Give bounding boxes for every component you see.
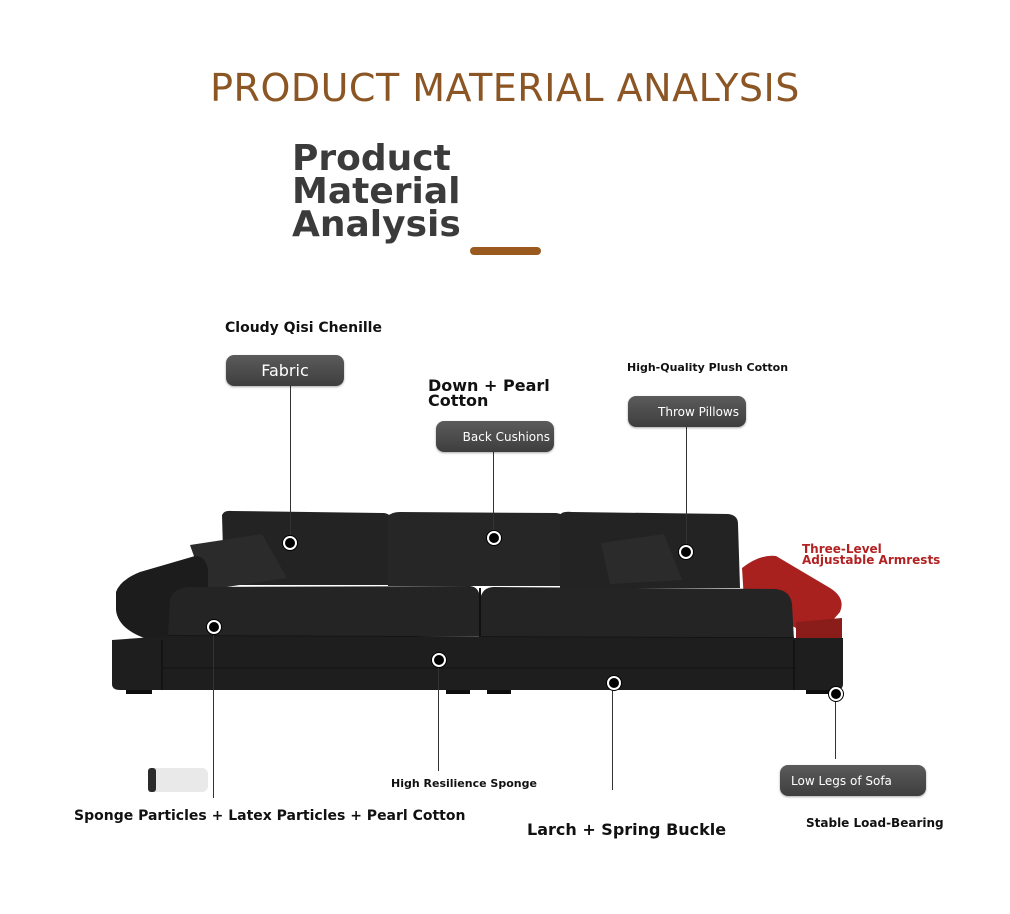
title-accent-bar — [470, 247, 541, 255]
back-cushion-middle — [388, 512, 566, 586]
seat-material-label: Sponge Particles + Latex Particles + Pea… — [74, 808, 466, 824]
leader-line-frame — [612, 682, 613, 790]
seat-cushion-right — [480, 587, 794, 640]
marker-dot-fabric[interactable] — [283, 536, 297, 550]
leader-line-sponge — [438, 659, 439, 771]
leader-line-legs — [835, 693, 836, 759]
marker-dot-frame[interactable] — [607, 676, 621, 690]
leader-line-throw-pillows — [686, 426, 687, 552]
fabric-tag[interactable]: Fabric — [226, 355, 344, 386]
armrests-label: Three-Level Adjustable Armrests — [802, 542, 941, 567]
throw-pillows-material-label: High-Quality Plush Cotton — [627, 361, 789, 374]
legs-material-label: Stable Load-Bearing — [806, 816, 944, 830]
marker-dot-sponge[interactable] — [432, 653, 446, 667]
frame-material-label: Larch + Spring Buckle — [527, 820, 727, 839]
leader-line-back-cushions — [493, 452, 494, 538]
page-subtitle: Product Material Analysis — [292, 138, 461, 245]
material-swatch — [148, 768, 208, 792]
back-cushions-material-label: Down + Pearl Cotton — [428, 376, 550, 410]
throw-pillow-right — [601, 534, 682, 584]
marker-dot-seat[interactable] — [207, 620, 221, 634]
throw-pillow-left — [190, 534, 287, 590]
sponge-label: High Resilience Sponge — [391, 777, 537, 790]
throw-pillows-tag[interactable]: Throw Pillows — [628, 396, 746, 427]
marker-dot-legs[interactable] — [829, 687, 843, 701]
sofa-base — [112, 636, 843, 690]
marker-dot-throw-pillows[interactable] — [679, 545, 693, 559]
marker-dot-back-cushions[interactable] — [487, 531, 501, 545]
fabric-material-label: Cloudy Qisi Chenille — [225, 320, 382, 336]
seat-cushion-left — [168, 586, 480, 636]
back-cushions-tag[interactable]: Back Cushions — [436, 421, 554, 452]
legs-tag[interactable]: Low Legs of Sofa — [780, 765, 926, 796]
armrest-right — [742, 555, 842, 632]
leader-line-seat — [213, 626, 214, 798]
page-title: PRODUCT MATERIAL ANALYSIS — [210, 66, 800, 110]
leader-line-fabric — [290, 385, 291, 543]
